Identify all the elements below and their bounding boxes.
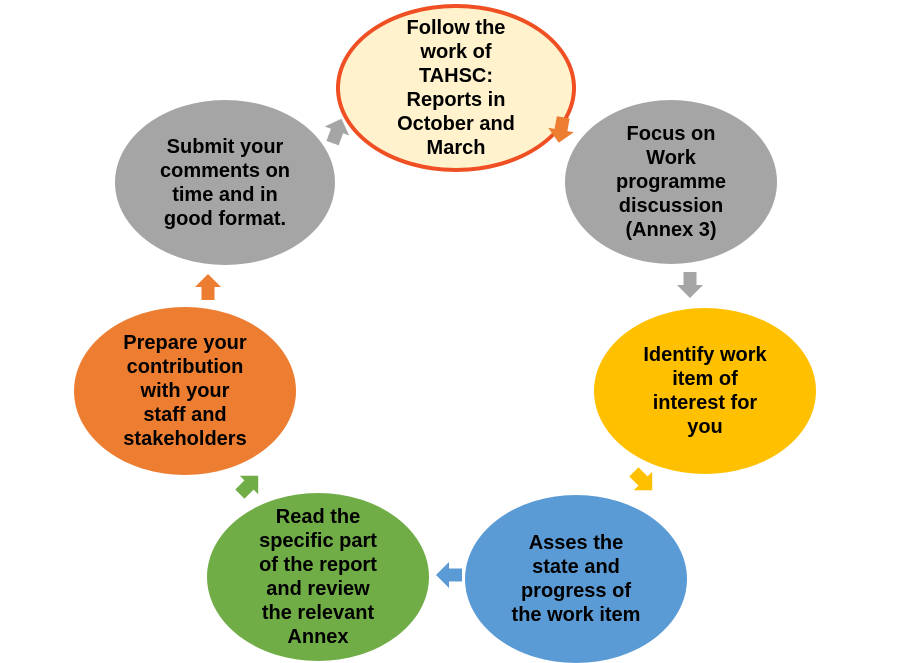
arrow-icon — [235, 475, 259, 499]
step-text: and review — [266, 578, 370, 600]
arrow-shape — [548, 116, 574, 143]
step-text: Read the — [275, 506, 361, 528]
arrow-icon — [629, 467, 653, 491]
step-text: March — [426, 137, 486, 159]
step-text: item of — [672, 368, 738, 390]
step-text: Annex — [287, 626, 349, 648]
step-text: Work — [646, 147, 696, 169]
step-text: discussion — [618, 195, 724, 217]
step-text: Prepare your — [123, 332, 247, 354]
arrow-shape — [677, 272, 703, 298]
arrow-shape — [436, 562, 462, 588]
step-text: the work item — [511, 604, 641, 626]
step-text: progress of — [520, 580, 631, 602]
step-text: stakeholders — [123, 428, 247, 450]
step-text: you — [687, 416, 723, 438]
step-text: good format. — [163, 207, 287, 230]
arrow-icon — [677, 272, 703, 298]
arrow-shape — [629, 467, 653, 491]
step-text: (Annex 3) — [625, 219, 717, 241]
step-text: work of — [420, 41, 492, 63]
step-text: time and in — [172, 183, 278, 206]
step-text: comments on — [159, 159, 291, 182]
step-text: Focus on — [626, 123, 716, 145]
step-text: with your — [140, 380, 230, 402]
step-text: Follow the — [406, 17, 506, 39]
step-text: specific part — [259, 530, 377, 552]
step-text: October and — [397, 113, 515, 135]
step-text: Submit your — [166, 135, 284, 158]
step-text: of the report — [259, 554, 377, 576]
step-text: state and — [532, 556, 620, 578]
arrow-icon — [436, 562, 462, 588]
step-text: Asses the — [528, 532, 624, 554]
arrow-shape — [195, 274, 221, 300]
step-text: programme — [615, 171, 727, 193]
step-text: TAHSC: — [418, 65, 494, 87]
arrow-shape — [324, 118, 350, 146]
arrow-icon — [548, 116, 574, 143]
step-text: staff and — [143, 404, 227, 426]
arrow-icon — [324, 118, 350, 146]
step-text: contribution — [126, 356, 244, 378]
step-text: Identify work — [643, 344, 767, 366]
arrow-icon — [195, 274, 221, 300]
step-text: the relevant — [261, 602, 375, 624]
arrow-shape — [235, 475, 259, 499]
step-text: Reports in — [406, 89, 506, 111]
step-text: interest for — [652, 392, 758, 414]
